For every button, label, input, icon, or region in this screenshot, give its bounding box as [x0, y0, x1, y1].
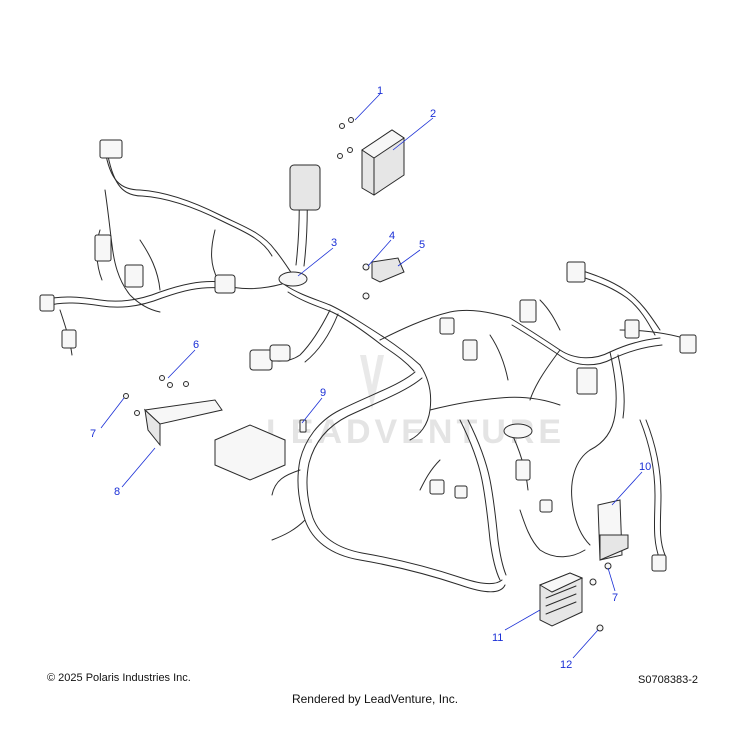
callout-8[interactable]: 8 [114, 486, 120, 498]
mounting-bracket-left [123, 375, 286, 481]
callout-7-right[interactable]: 7 [612, 592, 618, 604]
callout-5[interactable]: 5 [419, 239, 425, 251]
callout-labels: 1 2 3 4 5 6 7 8 9 10 7 11 12 [90, 85, 651, 671]
callout-6[interactable]: 6 [193, 339, 199, 351]
callout-10[interactable]: 10 [639, 461, 651, 473]
callout-9[interactable]: 9 [320, 387, 326, 399]
callout-4[interactable]: 4 [389, 230, 395, 242]
nut-part-12 [589, 578, 604, 632]
callout-3[interactable]: 3 [331, 237, 337, 249]
callout-7-left[interactable]: 7 [90, 428, 96, 440]
callout-11[interactable]: 11 [492, 632, 503, 644]
callout-1[interactable]: 1 [377, 85, 383, 97]
screws-part-1 [337, 117, 354, 159]
leader-lines [100, 93, 643, 659]
callout-2[interactable]: 2 [430, 108, 436, 120]
voltage-regulator [538, 572, 584, 627]
ecu-module [361, 129, 405, 196]
callout-12[interactable]: 12 [560, 659, 572, 671]
diagram-id: S0708383-2 [638, 674, 698, 686]
copyright-text: © 2025 Polaris Industries Inc. [47, 672, 191, 684]
rendered-by-text: Rendered by LeadVenture, Inc. [291, 692, 459, 706]
sensor-bracket [362, 257, 405, 300]
mounting-bracket-right [597, 499, 629, 570]
harness-connectors [39, 139, 697, 572]
